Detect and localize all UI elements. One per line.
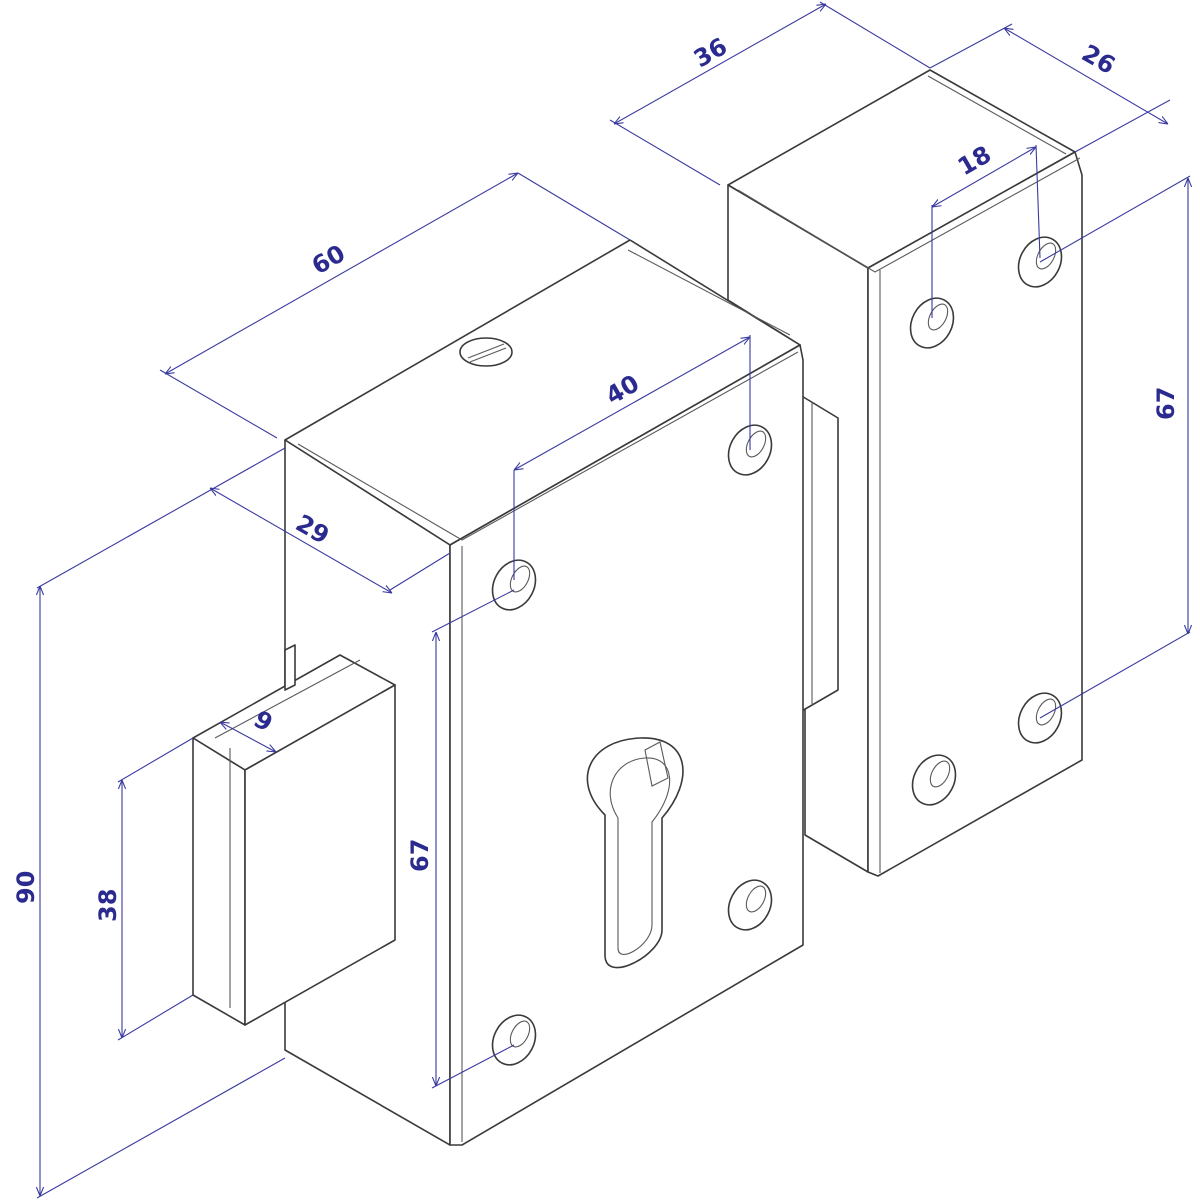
- dim-label-60: 60: [307, 239, 350, 280]
- keeper-bolt-slot: [799, 394, 839, 713]
- dimension-lines: [37, 1, 1190, 1199]
- lock-hole-bottom-right: [727, 879, 773, 931]
- keeper-front-face: [867, 151, 1083, 877]
- lock-hole-top-left: [491, 559, 537, 611]
- keeper-hole-top-left: [909, 297, 955, 349]
- dim-line-29: [210, 488, 392, 593]
- lock-front-face: [449, 344, 804, 1146]
- dim-line-40: [514, 337, 750, 470]
- cylinder-cutout: [586, 737, 684, 969]
- dim-label-67-keeper: 67: [1152, 387, 1180, 420]
- lock-hole-bottom-left: [491, 1014, 537, 1066]
- keeper-box: [727, 69, 1083, 877]
- keeper-hole-bottom-right: [1017, 692, 1063, 744]
- dim-label-36: 36: [689, 32, 732, 73]
- dim-line-9: [220, 722, 276, 752]
- keeper-hole-bottom-left: [911, 754, 957, 806]
- dim-line-26: [1004, 28, 1168, 124]
- bolt-side-face: [192, 737, 246, 1026]
- dim-label-90: 90: [12, 871, 40, 904]
- dim-label-67-lock: 67: [406, 839, 434, 872]
- keeper-hole-top-right: [1017, 236, 1063, 288]
- dim-line-60: [165, 173, 518, 374]
- dim-label-38: 38: [94, 889, 122, 922]
- bolt-front-face: [244, 684, 396, 1026]
- dim-line-36: [614, 4, 826, 124]
- dim-line-18: [932, 147, 1036, 207]
- dim-label-26: 26: [1077, 39, 1120, 80]
